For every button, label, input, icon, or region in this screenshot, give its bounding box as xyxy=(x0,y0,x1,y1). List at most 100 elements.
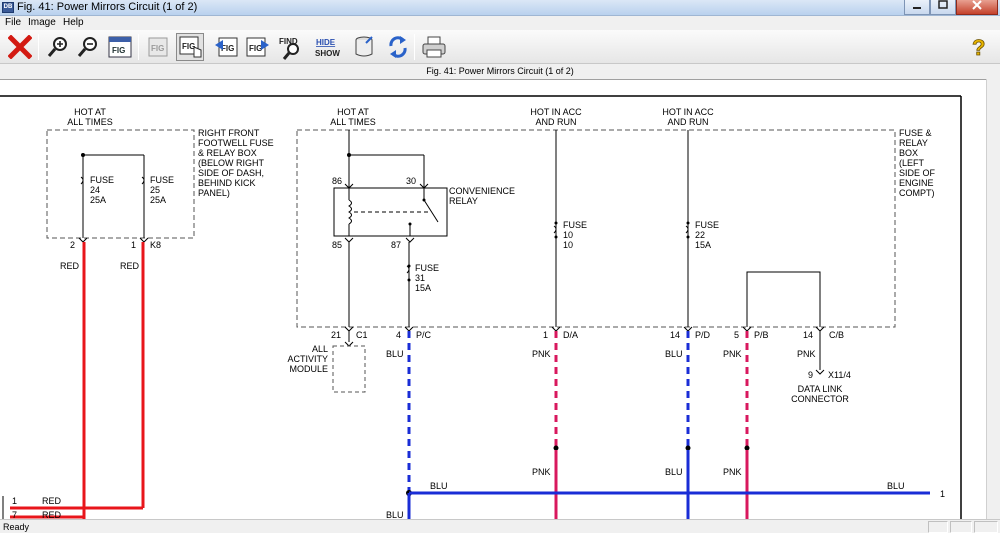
left-box-label-5: SIDE OF DASH, xyxy=(198,168,264,178)
menu-file[interactable]: File xyxy=(5,17,22,28)
wire-blu-label-4: BLU xyxy=(430,481,448,491)
magnifier-plus-icon xyxy=(47,37,67,57)
pin-21-connector xyxy=(344,326,354,332)
select-figure-button[interactable]: FIG xyxy=(176,33,204,61)
menu-help[interactable]: Help xyxy=(63,17,84,28)
right-fuse-relay-box xyxy=(296,129,896,328)
zoom-out-button[interactable] xyxy=(74,33,102,61)
pin-14-cb-connector xyxy=(815,326,825,332)
close-figure-button[interactable] xyxy=(6,33,34,61)
left-box-label-4: (BELOW RIGHT xyxy=(198,158,265,168)
fuse-22-rating: 15A xyxy=(695,240,711,250)
left-hot-label-1: HOT AT xyxy=(74,107,106,117)
bus-end-pin-1: 1 xyxy=(940,489,945,499)
fig-hand-icon: FIG xyxy=(179,36,202,58)
hot-all-times-2: ALL TIMES xyxy=(330,117,376,127)
status-panel xyxy=(928,521,948,533)
wire-blu-label-2: BLU xyxy=(665,349,683,359)
fuse-24-rating: 25A xyxy=(90,195,106,205)
fuse-25-number: 25 xyxy=(150,185,160,195)
hot-acc-run-2a: HOT IN ACC xyxy=(662,107,714,117)
size-grip[interactable] xyxy=(974,521,998,533)
wire-pnk-label-5: PNK xyxy=(723,467,742,477)
menu-image[interactable]: Image xyxy=(28,17,56,28)
toolbar-separator xyxy=(38,34,39,60)
left-box-label-6: BEHIND KICK xyxy=(198,178,256,188)
relay-pin-30: 30 xyxy=(406,176,416,186)
relay-pin-87-connector xyxy=(405,237,415,243)
wire-red-label-b: RED xyxy=(120,261,140,271)
edge-pin-7: 7 xyxy=(12,510,17,519)
diagram-canvas[interactable]: HOT AT ALL TIMES RIGHT FRONT FOOTWELL FU… xyxy=(0,79,986,519)
right-box-label-1: FUSE & xyxy=(899,128,932,138)
fuse-10-dot xyxy=(554,221,558,225)
pin-21-label: 21 xyxy=(331,330,341,340)
fig-back-button[interactable]: FIG xyxy=(212,33,240,61)
pin-4-label: 4 xyxy=(396,330,401,340)
fig-forward-button[interactable]: FIG xyxy=(244,33,272,61)
zoom-in-button[interactable] xyxy=(44,33,72,61)
right-box-label-5: SIDE OF xyxy=(899,168,936,178)
relay-coil xyxy=(348,199,352,225)
print-button[interactable] xyxy=(420,33,448,61)
data-link-loop xyxy=(746,271,821,327)
window-controls xyxy=(904,0,998,15)
wire-blu-label-5: BLU xyxy=(887,481,905,491)
relay-switch-pivot xyxy=(422,198,426,202)
find-button[interactable]: FIND xyxy=(278,33,306,61)
status-panel xyxy=(950,521,972,533)
left-box-label-2: FOOTWELL FUSE xyxy=(198,138,274,148)
relay-contact xyxy=(408,222,412,226)
app-icon[interactable]: DB xyxy=(2,2,14,13)
pin-5-pb-connector xyxy=(742,326,752,332)
status-text: Ready xyxy=(3,522,30,532)
relay-switch-arm xyxy=(423,199,439,223)
help-button[interactable]: ? xyxy=(966,33,994,61)
prev-figure-button[interactable]: FIG xyxy=(144,33,172,61)
fuse-31-rating: 15A xyxy=(415,283,431,293)
right-box-label-3: BOX xyxy=(899,148,918,158)
window-title: Fig. 41: Power Mirrors Circuit (1 of 2) xyxy=(17,1,198,13)
pin-14-pd-label: 14 xyxy=(670,330,680,340)
minimize-button[interactable] xyxy=(904,0,930,15)
data-link-pin: 9 xyxy=(808,370,813,380)
magnifier-minus-icon xyxy=(77,37,97,57)
right-box-label-4: (LEFT xyxy=(899,158,925,168)
pin-1-da-connector xyxy=(551,326,561,332)
relay-pin-87: 87 xyxy=(391,240,401,250)
data-link-connector xyxy=(815,369,825,375)
fuse-31-dot xyxy=(407,264,411,268)
splice-dot xyxy=(744,445,750,451)
find-icon: FIND xyxy=(279,37,299,60)
module-label-2: ACTIVITY xyxy=(287,354,328,364)
data-link-label-2: CONNECTOR xyxy=(791,394,849,404)
module-label-3: MODULE xyxy=(289,364,328,374)
hide-show-button[interactable]: HIDE SHOW xyxy=(314,33,342,61)
fig-list-icon: FIG xyxy=(108,36,132,58)
pin-5-pb-label: 5 xyxy=(734,330,739,340)
fuse-22-number: 22 xyxy=(695,230,705,240)
data-link-conn: X11/4 xyxy=(828,370,851,380)
notes-button[interactable] xyxy=(350,33,378,61)
figure-index-button[interactable]: FIG xyxy=(106,33,134,61)
close-button[interactable] xyxy=(956,0,998,15)
menu-bar: File Image Help xyxy=(0,16,1000,30)
svg-text:FIG: FIG xyxy=(182,42,195,51)
pin-1-label: 1 xyxy=(131,240,136,250)
fuse-25-title: FUSE xyxy=(150,175,174,185)
hot-acc-run-1b: AND RUN xyxy=(535,117,576,127)
splice-dot xyxy=(685,445,691,451)
module-connector xyxy=(344,341,354,347)
maximize-button[interactable] xyxy=(930,0,956,15)
module-label-1: ALL xyxy=(312,344,328,354)
all-activity-module-box xyxy=(332,345,366,393)
fuse-22-title: FUSE xyxy=(695,220,719,230)
right-box-label-7: COMPT) xyxy=(899,188,935,198)
conn-pd-label: P/D xyxy=(695,330,711,340)
title-bar[interactable]: DB Fig. 41: Power Mirrors Circuit (1 of … xyxy=(0,0,1000,16)
svg-text:FIG: FIG xyxy=(221,44,234,53)
vertical-scrollbar[interactable] xyxy=(986,79,1000,519)
refresh-button[interactable] xyxy=(384,33,412,61)
left-box-label-3: & RELAY BOX xyxy=(198,148,257,158)
